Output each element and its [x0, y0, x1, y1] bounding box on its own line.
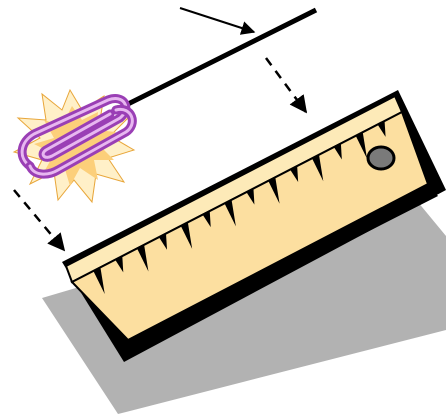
ruler	[62, 90, 446, 362]
ruler-tick	[377, 120, 386, 137]
ruler-tick	[268, 177, 280, 204]
dashed-arrow-left	[13, 189, 66, 252]
ruler-tick	[290, 165, 299, 183]
ruler-tick	[137, 244, 149, 272]
ruler-ticks	[93, 120, 386, 295]
ruler-tick	[93, 267, 105, 295]
rod-line	[110, 7, 318, 115]
ruler-tick	[312, 154, 324, 182]
pointer-arrow	[179, 7, 256, 35]
paperclip-tail-highlight	[28, 107, 134, 176]
ruler-hole	[366, 145, 396, 171]
ruler-shadow	[42, 190, 446, 414]
ruler-tick	[115, 256, 124, 273]
ruler-side	[128, 184, 438, 352]
dashed-arrow-right	[264, 57, 308, 114]
ruler-tick	[224, 199, 236, 227]
ruler-tick	[333, 143, 342, 160]
paperclip-highlight	[20, 97, 128, 168]
paperclip	[17, 94, 137, 179]
ruler-tick	[180, 222, 193, 249]
ruler-tick	[355, 132, 368, 159]
ruler-tick	[202, 211, 211, 228]
ruler-tick	[159, 233, 167, 250]
ruler-tick	[246, 188, 255, 205]
